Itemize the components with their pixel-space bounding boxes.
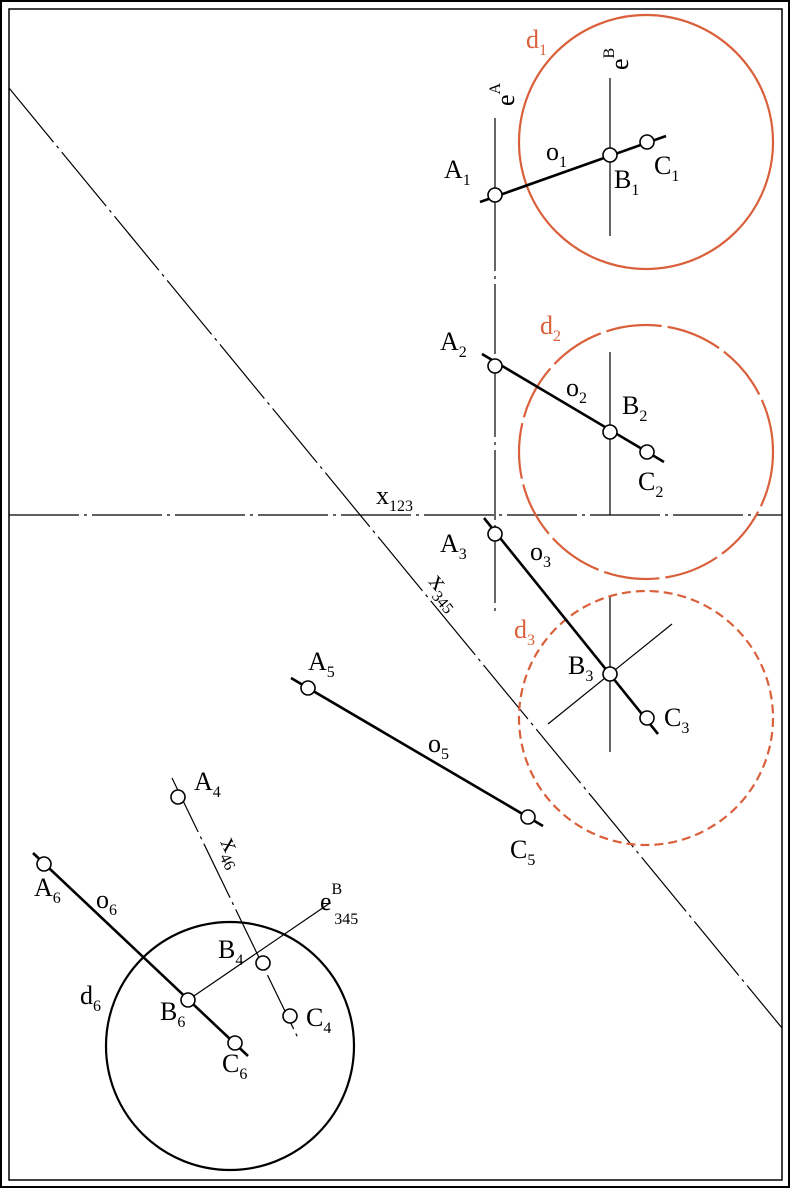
- axis-x46: [171, 777, 299, 1039]
- label-C3: C3: [664, 703, 689, 737]
- svg-text:x345: x345: [420, 567, 470, 617]
- svg-text:eB: eB: [601, 48, 634, 70]
- label-eB: eB: [601, 48, 634, 70]
- label-A4: A4: [194, 767, 221, 801]
- label-d3: d3: [514, 615, 535, 649]
- point-C2: [639, 444, 655, 460]
- axis-x345: [8, 87, 783, 1029]
- circle-d6: [104, 920, 356, 1172]
- label-o5: o5: [428, 729, 449, 763]
- label-A2: A2: [440, 327, 467, 361]
- label-B3: B3: [568, 651, 593, 685]
- point-C3: [639, 710, 655, 726]
- label-A1: A1: [444, 155, 471, 189]
- segment-o1: [479, 134, 667, 204]
- label-eA: eA: [487, 82, 520, 106]
- point-C5: [520, 809, 536, 825]
- label-C6: C6: [222, 1049, 247, 1083]
- point-B1: [602, 147, 618, 163]
- segment-o2: [481, 352, 665, 464]
- label-C4: C4: [306, 1003, 331, 1037]
- label-x345: x345: [420, 567, 470, 617]
- label-B2: B2: [622, 391, 647, 425]
- point-C6: [227, 1035, 243, 1051]
- point-A1: [487, 187, 503, 203]
- label-B6: B6: [160, 997, 185, 1031]
- label-x123: x123: [376, 481, 413, 515]
- circle-d3: [517, 589, 775, 847]
- segment-o5: [290, 676, 544, 828]
- point-A4: [170, 789, 186, 805]
- label-o1: o1: [546, 137, 567, 171]
- segment-o6: [32, 852, 249, 1057]
- point-C1: [639, 134, 655, 150]
- point-B4: [255, 955, 271, 971]
- label-x46: x46: [210, 832, 253, 873]
- point-A6: [36, 856, 52, 872]
- label-A6: A6: [34, 873, 61, 907]
- point-C4: [282, 1008, 298, 1024]
- point-B6: [180, 992, 196, 1008]
- point-A2: [487, 358, 503, 374]
- label-C1: C1: [654, 151, 679, 185]
- label-d2: d2: [540, 311, 561, 345]
- label-d1: d1: [526, 25, 547, 59]
- segment-o3: [482, 517, 660, 735]
- circle-d2: [517, 323, 775, 581]
- label-A3: A3: [440, 529, 467, 563]
- label-C2: C2: [638, 467, 663, 501]
- label-d6: d6: [80, 981, 101, 1015]
- point-B3: [602, 666, 618, 682]
- point-A5: [300, 680, 316, 696]
- label-A5: A5: [308, 647, 335, 681]
- label-o6: o6: [96, 885, 117, 919]
- point-B2: [602, 424, 618, 440]
- svg-text:eA: eA: [487, 82, 520, 106]
- label-C5: C5: [510, 835, 535, 869]
- line-eB345: [187, 902, 331, 1001]
- label-o3: o3: [530, 537, 551, 571]
- circle-d1: [517, 13, 775, 271]
- label-B4: B4: [218, 935, 243, 969]
- point-A3: [487, 526, 503, 542]
- inner-frame: [8, 8, 783, 1181]
- svg-text:x46: x46: [210, 832, 253, 873]
- label-o2: o2: [566, 373, 587, 407]
- label-B1: B1: [614, 165, 639, 199]
